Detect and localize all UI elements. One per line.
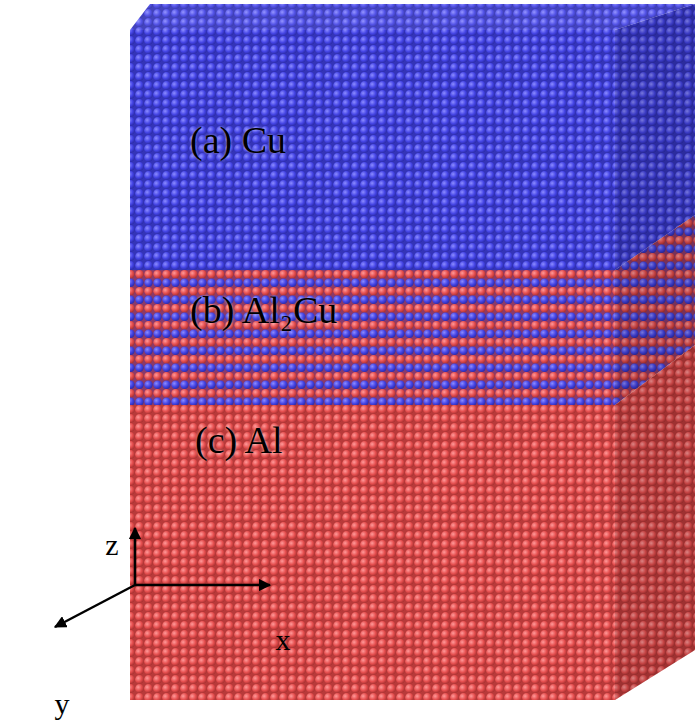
layer-label: (b) Al₂Cu — [190, 290, 337, 332]
al2cu-layer — [130, 270, 615, 405]
top-light — [130, 4, 695, 30]
side-shade — [615, 4, 695, 700]
x-axis-label: x — [276, 625, 291, 655]
al2cu-band: (b) Al₂Cu — [130, 270, 615, 405]
al-band: (c) Al — [130, 405, 615, 700]
cu-band: (a) Cu — [130, 30, 615, 270]
z-axis-label: z — [105, 530, 118, 560]
layer-label: (a) Cu — [190, 120, 286, 162]
al-layer — [130, 405, 615, 700]
cu-layer — [130, 30, 615, 270]
y-axis-label: y — [55, 689, 70, 719]
y-axis — [55, 585, 135, 627]
cu-top-face — [130, 4, 695, 30]
x-axis — [135, 584, 270, 587]
z-axis — [134, 528, 137, 585]
layer-label: (c) Al — [195, 420, 283, 462]
